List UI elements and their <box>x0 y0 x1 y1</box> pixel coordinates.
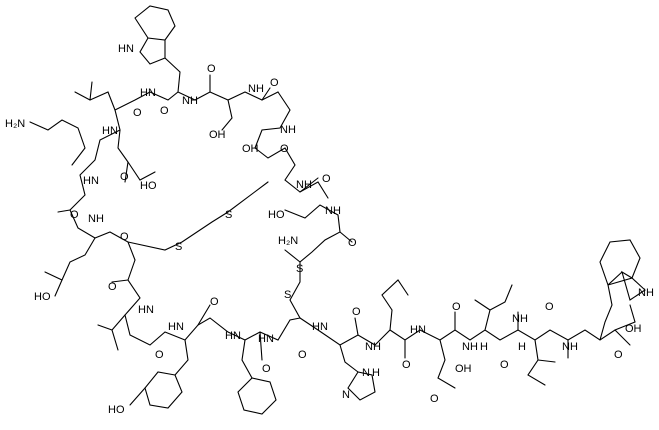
label-o-18: O <box>452 301 461 313</box>
atom-labels: HN H₂N H₂N HN HN HN NH NH NH NH NH NH HN… <box>5 43 654 416</box>
ile-side-chain-1 <box>484 284 513 331</box>
label-oh-ser-mid: OH <box>242 143 259 155</box>
indole-benzene-ring <box>134 5 176 41</box>
ile-side-chain-2 <box>527 339 546 386</box>
label-oh-ser-top: OH <box>209 129 226 141</box>
indole-ring-right-pyrrole <box>621 270 646 301</box>
label-o-6: O <box>322 173 331 185</box>
indole-pyrrole-ring <box>139 37 166 65</box>
label-h-2: H <box>480 341 488 353</box>
leu-side-chain-right <box>381 279 409 331</box>
backbone-bottom-right <box>299 317 636 346</box>
tyr-side-chain <box>174 339 189 376</box>
disulfide-bridge-upper <box>127 181 269 251</box>
label-o-14: O <box>262 363 271 375</box>
label-o-11: O <box>108 281 117 293</box>
label-oh-asp-right: OH <box>455 363 472 375</box>
phe-ring <box>237 377 277 415</box>
backbone-bottom <box>124 259 301 346</box>
leu-side-chain <box>74 91 116 111</box>
label-hn-backbone-2: HN <box>102 125 118 137</box>
backbone-left <box>69 109 136 261</box>
lys-side-chain <box>29 119 86 166</box>
label-h-imidazole: H <box>372 367 380 379</box>
label-o-8: O <box>70 209 79 221</box>
imidazole-ring <box>347 371 376 401</box>
label-o-20: O <box>545 301 554 313</box>
his-side-chain <box>339 344 359 373</box>
label-hn-7: HN <box>168 321 184 333</box>
label-s-3: S <box>296 263 303 275</box>
label-o-15: O <box>298 349 307 361</box>
label-o-3: O <box>133 107 142 119</box>
label-nh-1: NH <box>182 95 198 107</box>
label-o-4: O <box>160 105 169 117</box>
backbone-upper <box>114 91 279 111</box>
label-hn-8: HN <box>138 304 154 316</box>
label-o-22: O <box>430 393 439 405</box>
ser-cys-middle <box>284 204 341 319</box>
label-hn-12: NH <box>365 341 381 353</box>
label-hn-10: HN <box>258 333 274 345</box>
label-o-13: O <box>155 349 164 361</box>
label-nh-16: NH <box>562 341 578 353</box>
label-ho-glu: HO <box>34 291 51 303</box>
label-o-1: O <box>207 63 216 75</box>
label-o-12: O <box>210 296 219 308</box>
label-ho-ser-right: HO <box>268 209 285 221</box>
label-o-17: O <box>402 359 411 371</box>
label-hn-9: HN <box>225 330 241 342</box>
glu-side-chain <box>54 237 96 297</box>
label-nh-5: NH <box>325 205 341 217</box>
label-o-21: O <box>614 349 623 361</box>
label-nh-indole-right: NH <box>638 287 654 299</box>
backbone-right <box>254 91 329 199</box>
trp-side-chain <box>164 57 181 73</box>
label-o-2: O <box>270 77 279 89</box>
label-h2n-terminal: H₂N <box>278 235 298 247</box>
label-nh-2: NH <box>248 83 264 95</box>
tyr-ring <box>144 371 183 409</box>
label-hn-13: HN <box>410 324 426 336</box>
label-o-7: O <box>120 231 129 243</box>
label-nh-6: NH <box>88 213 104 225</box>
ser-side-chain-top <box>221 99 233 131</box>
label-ho-asp-top: HO <box>140 180 157 192</box>
label-nh-4: NH <box>296 179 312 191</box>
label-s-2: S <box>225 209 232 221</box>
label-nh-imidazole: N <box>362 367 370 379</box>
label-cooh-terminal: OH <box>625 323 642 335</box>
val-side-chain <box>111 314 126 351</box>
label-hn-11: HN <box>312 321 328 333</box>
label-hn-indole: HN <box>118 43 134 55</box>
label-o-9: O <box>120 171 129 183</box>
label-o-16: O <box>352 306 361 318</box>
phe-side-chain <box>241 339 253 379</box>
indole-ring-right-benzene <box>599 239 641 286</box>
label-s-1: S <box>175 241 182 253</box>
label-h-1: H <box>518 341 526 353</box>
label-nh-3: NH <box>280 124 296 136</box>
label-o-19: O <box>500 359 509 371</box>
label-o-5: O <box>280 143 289 155</box>
label-o-10: O <box>348 237 357 249</box>
label-nh-14: NH <box>462 341 478 353</box>
asp-side-chain-right <box>437 339 456 389</box>
label-hn-backbone-3: HN <box>83 175 99 187</box>
label-h2n-lys: H₂N <box>5 118 25 130</box>
trp-side-chain-right <box>599 271 623 341</box>
label-n-imidazole: N <box>342 389 350 401</box>
bond-lines <box>29 5 646 415</box>
label-s-4: S <box>284 289 291 301</box>
label-ho-tyr: HO <box>108 404 125 416</box>
label-hn-backbone-1: HN <box>140 87 156 99</box>
label-nh-15: NH <box>512 313 528 325</box>
